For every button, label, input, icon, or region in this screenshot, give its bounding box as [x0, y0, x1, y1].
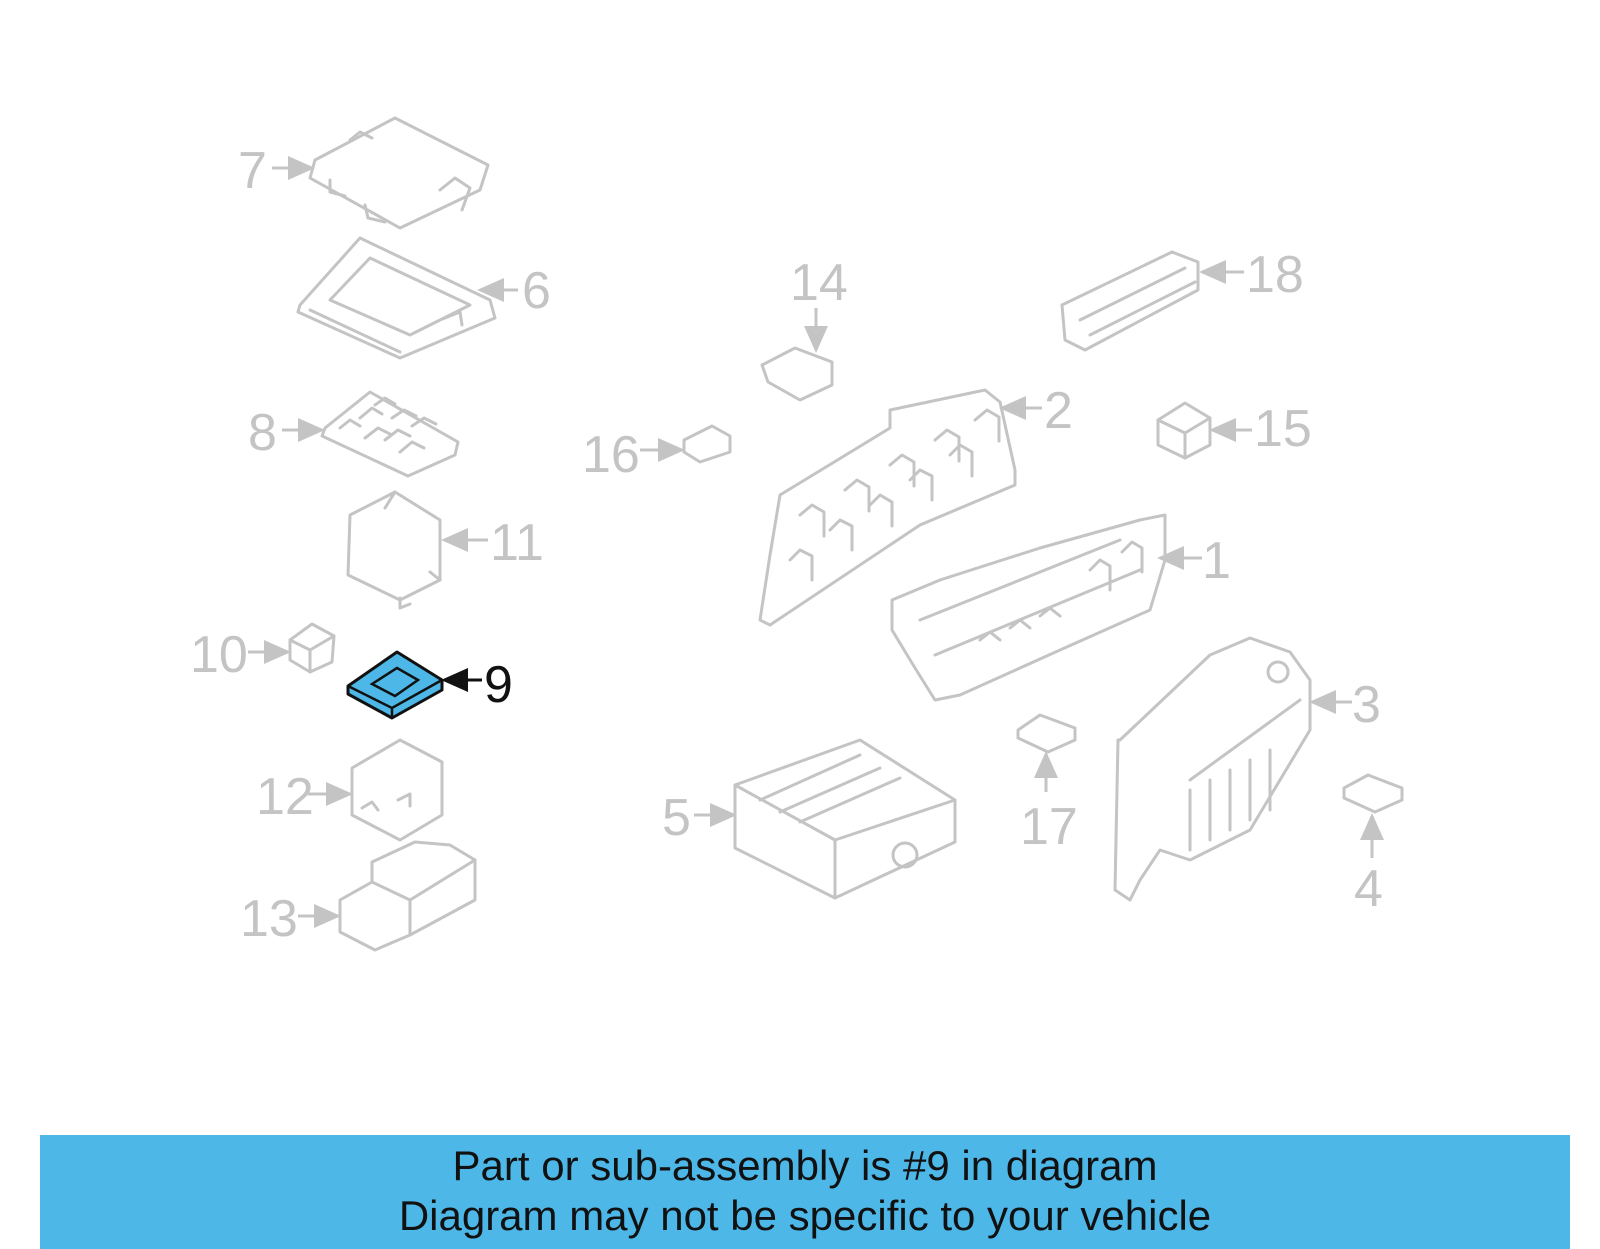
callout-5: 5 [662, 789, 691, 847]
callout-4: 4 [1354, 860, 1383, 918]
info-banner: Part or sub-assembly is #9 in diagram Di… [40, 1135, 1570, 1249]
callout-1: 1 [1202, 532, 1231, 590]
part-5-module[interactable] [733, 738, 957, 900]
part-13-connector[interactable] [338, 840, 477, 952]
part-8-relay-block[interactable] [320, 390, 460, 478]
part-17-clip[interactable] [1016, 713, 1077, 754]
callout-18: 18 [1246, 246, 1304, 304]
part-1-junction-block[interactable] [890, 513, 1167, 702]
part-11-relay[interactable] [346, 490, 442, 610]
callout-2: 2 [1044, 382, 1073, 440]
part-4-clip[interactable] [1342, 773, 1404, 814]
banner-line-1: Part or sub-assembly is #9 in diagram [452, 1142, 1158, 1189]
part-9-highlighted[interactable] [346, 650, 444, 720]
banner-line-2: Diagram may not be specific to your vehi… [398, 1192, 1212, 1239]
callout-12: 12 [256, 768, 314, 826]
part-7-cover[interactable] [308, 116, 490, 230]
callout-11: 11 [490, 514, 544, 572]
part-6-tray[interactable] [296, 236, 497, 360]
callout-15: 15 [1254, 400, 1312, 458]
part-15-cube[interactable] [1156, 401, 1212, 460]
part-14-clip[interactable] [760, 346, 834, 402]
callout-6: 6 [522, 262, 551, 320]
part-10-cube[interactable] [288, 622, 336, 674]
part-12-relay[interactable] [350, 738, 444, 842]
callout-8: 8 [248, 404, 277, 462]
callout-14: 14 [790, 254, 848, 312]
callout-17: 17 [1020, 798, 1078, 856]
part-18-bracket[interactable] [1060, 250, 1200, 352]
callout-3: 3 [1352, 676, 1381, 734]
callout-13: 13 [240, 890, 298, 948]
callout-7: 7 [238, 142, 267, 200]
part-2-fuse-panel[interactable] [758, 388, 1017, 627]
part-3-fuse-box[interactable] [1113, 636, 1312, 902]
callout-10: 10 [190, 626, 248, 684]
part-16-clip[interactable] [682, 424, 732, 464]
callout-16: 16 [582, 426, 640, 484]
callout-9: 9 [484, 656, 513, 714]
